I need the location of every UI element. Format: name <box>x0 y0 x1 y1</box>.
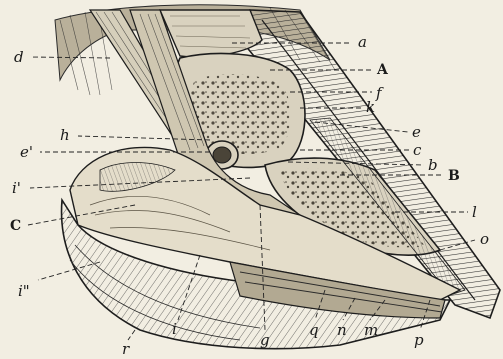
label-e: e <box>412 123 421 141</box>
label-d: d <box>14 48 24 66</box>
first-phalanx <box>160 10 262 57</box>
label-a: a <box>358 33 367 51</box>
label-g: g <box>260 331 270 349</box>
label-C: C <box>10 218 21 234</box>
label-i-double-prime: i" <box>18 282 30 300</box>
label-e-prime: e' <box>20 143 33 161</box>
label-k: k <box>366 98 375 116</box>
label-B: B <box>448 168 460 184</box>
label-b: b <box>428 156 438 174</box>
label-n: n <box>337 321 347 339</box>
label-r: r <box>122 340 130 358</box>
label-A: A <box>376 62 389 78</box>
label-o: o <box>480 230 489 248</box>
label-f: f <box>375 84 384 102</box>
label-i: i <box>172 320 177 338</box>
label-h: h <box>60 126 70 144</box>
label-m: m <box>364 321 378 339</box>
label-c: c <box>413 141 422 159</box>
label-q: q <box>309 321 319 339</box>
label-p: p <box>414 331 424 349</box>
label-i-prime: i' <box>12 179 21 197</box>
label-l: l <box>472 203 477 221</box>
